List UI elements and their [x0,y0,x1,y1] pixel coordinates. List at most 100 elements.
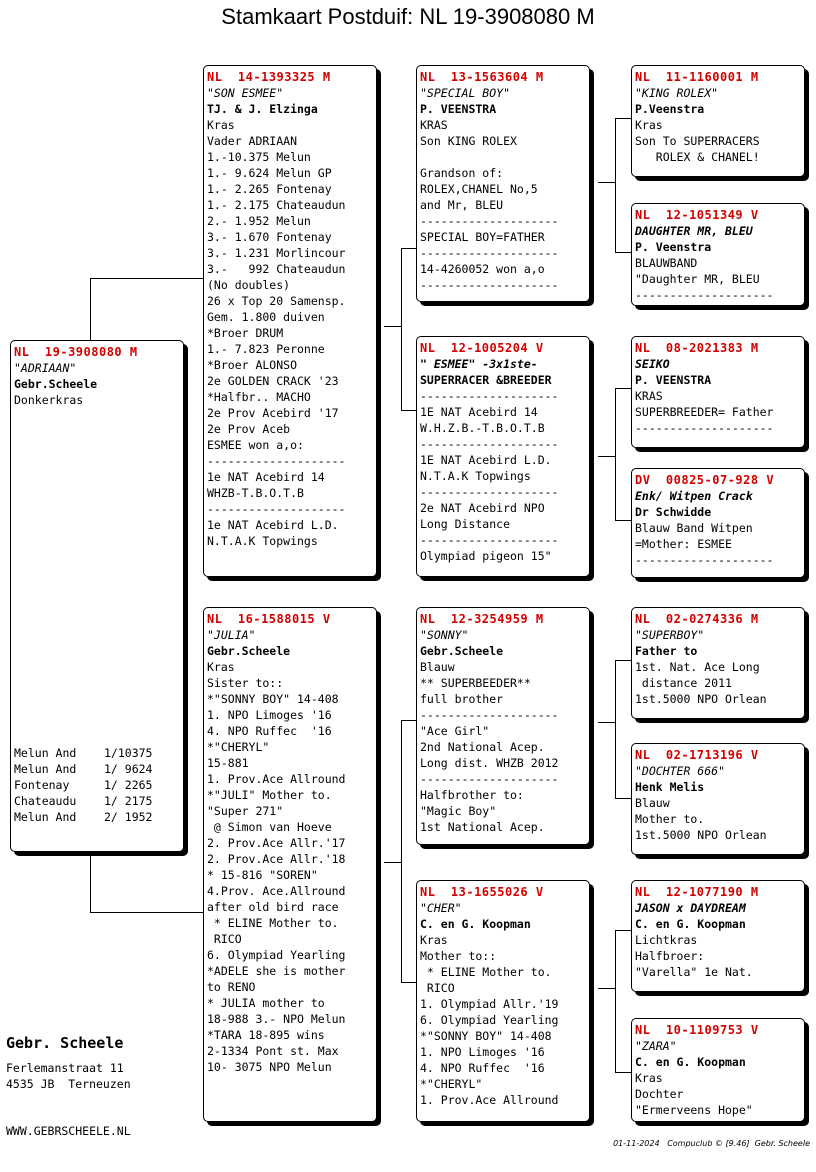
detail-line: -------------------- [635,553,774,567]
detail-line: 1. Prov.Ace Allround [420,1093,559,1107]
detail-line: 1E NAT Acebird L.D. [420,453,552,467]
detail-line: 2e NAT Acebird NPO [420,501,545,515]
detail-line: *"JULI" Mother to. [207,788,332,802]
detail-line: 4. NPO Ruffec '16 [207,724,332,738]
connector-line [90,852,91,912]
ring-number: NL 02-1713196 V [635,748,759,762]
detail-line: 1st. Nat. Ace Long [635,660,760,674]
detail-line: 1. NPO Limoges '16 [207,708,332,722]
detail-line: "JULIA" [207,628,256,642]
detail-line: 4.Prov. Ace.Allround [207,884,346,898]
detail-line: -------------------- [420,437,559,451]
detail-line: 2e Prov Acebird '17 [207,406,339,420]
detail-line: BLAUWBAND [635,256,698,270]
detail-line: Mother to. [635,812,705,826]
detail-line: 3.- 1.231 Morlincour [207,246,346,260]
detail-line: *ADELE she is mother [207,964,346,978]
detail-line: *Halfbr.. MACHO [207,390,311,404]
connector-line [598,722,616,723]
website-link[interactable]: WWW.GEBRSCHEELE.NL [6,1124,131,1138]
detail-line: Kras [207,118,235,132]
detail-line: "Ermerveens Hope" [635,1103,753,1117]
detail-line [420,149,586,165]
detail-line: -------------------- [420,278,559,292]
detail-line: "Ace Girl" [420,724,490,738]
breeder-city: 4535 JB Terneuzen [6,1077,131,1091]
connector-line [615,930,616,1072]
detail-line: SEIKO [635,357,670,371]
detail-line: KRAS [420,118,448,132]
detail-line: "Daughter MR, BLEU [635,272,760,286]
detail-line: Olympiad pigeon 15" [420,549,552,563]
detail-line: 1st.5000 NPO Orlean [635,828,767,842]
detail-line: *"SONNY BOY" 14-408 [420,1029,552,1043]
detail-line: JASON x DAYDREAM [635,901,746,915]
connector-line [598,182,616,183]
detail-line: 1.- 7.823 Peronne [207,342,325,356]
connector-line [615,798,632,799]
detail-line: 4. NPO Ruffec '16 [420,1061,545,1075]
detail-line: 2e GOLDEN CRACK '23 [207,374,339,388]
connector-line [615,520,632,521]
detail-line: * 15-816 "SOREN" [207,868,318,882]
detail-line: 1.- 2.265 Fontenay [207,182,332,196]
detail-line: distance 2011 [635,676,732,690]
connector-line [615,1072,632,1073]
detail-line: "Super 271" [207,804,284,818]
result-line: Fontenay 1/ 2265 [14,778,153,792]
detail-line: SUPERBREEDER= Father [635,405,774,419]
connector-line [401,720,417,721]
detail-line: -------------------- [207,454,346,468]
connector-line [615,118,632,119]
detail-line: Kras [635,1071,663,1085]
detail-line: 26 x Top 20 Samensp. [207,294,346,308]
detail-line: *Broer ALONSO [207,358,298,372]
detail-line: RICO [207,932,242,946]
detail-line: RICO [420,981,455,995]
detail-line: 1. Prov.Ace Allround [207,772,346,786]
connector-line [598,456,616,457]
detail-line: -------------------- [635,421,774,435]
detail-line: and Mr, BLEU [420,198,504,212]
ring-number: NL 11-1160001 M [635,70,759,84]
ring-number: NL 12-1077190 M [635,885,759,899]
detail-line: 2.- 1.952 Melun [207,214,311,228]
detail-line: 15-881 [207,756,249,770]
detail-line: SUPERRACER &BREEDER [420,373,552,387]
connector-line [384,862,402,863]
detail-line: "SONNY" [420,628,469,642]
detail-line: 1e NAT Acebird 14 [207,470,325,484]
detail-line: Gem. 1.800 duiven [207,310,325,324]
detail-line: Dr Schwidde [635,505,712,519]
detail-line: 2e Prov Aceb [207,422,291,436]
detail-line: -------------------- [420,485,559,499]
detail-line: Kras [207,660,235,674]
detail-line: " ESMEE" -3x1ste- [420,357,538,371]
ring-number: NL 12-3254959 M [420,612,544,626]
detail-line: (No doubles) [207,278,291,292]
detail-line: -------------------- [420,214,559,228]
detail-line: Lichtkras [635,933,698,947]
detail-line: Mother to:: [420,949,497,963]
detail-line: 6. Olympiad Yearling [420,1013,559,1027]
detail-line: 1st National Acep. [420,820,545,834]
connector-line [384,326,402,327]
ring-number: NL 02-0274336 M [635,612,759,626]
detail-line: N.T.A.K Topwings [207,534,318,548]
detail-line: "Magic Boy" [420,804,497,818]
detail-line: Kras [635,118,663,132]
detail-line: * ELINE Mother to. [207,916,339,930]
detail-line: Blauw [420,660,455,674]
connector-line [401,248,402,410]
detail-line: C. en G. Koopman [635,1055,746,1069]
detail-line: Gebr.Scheele [14,377,98,391]
detail-line: Father to [635,644,698,658]
